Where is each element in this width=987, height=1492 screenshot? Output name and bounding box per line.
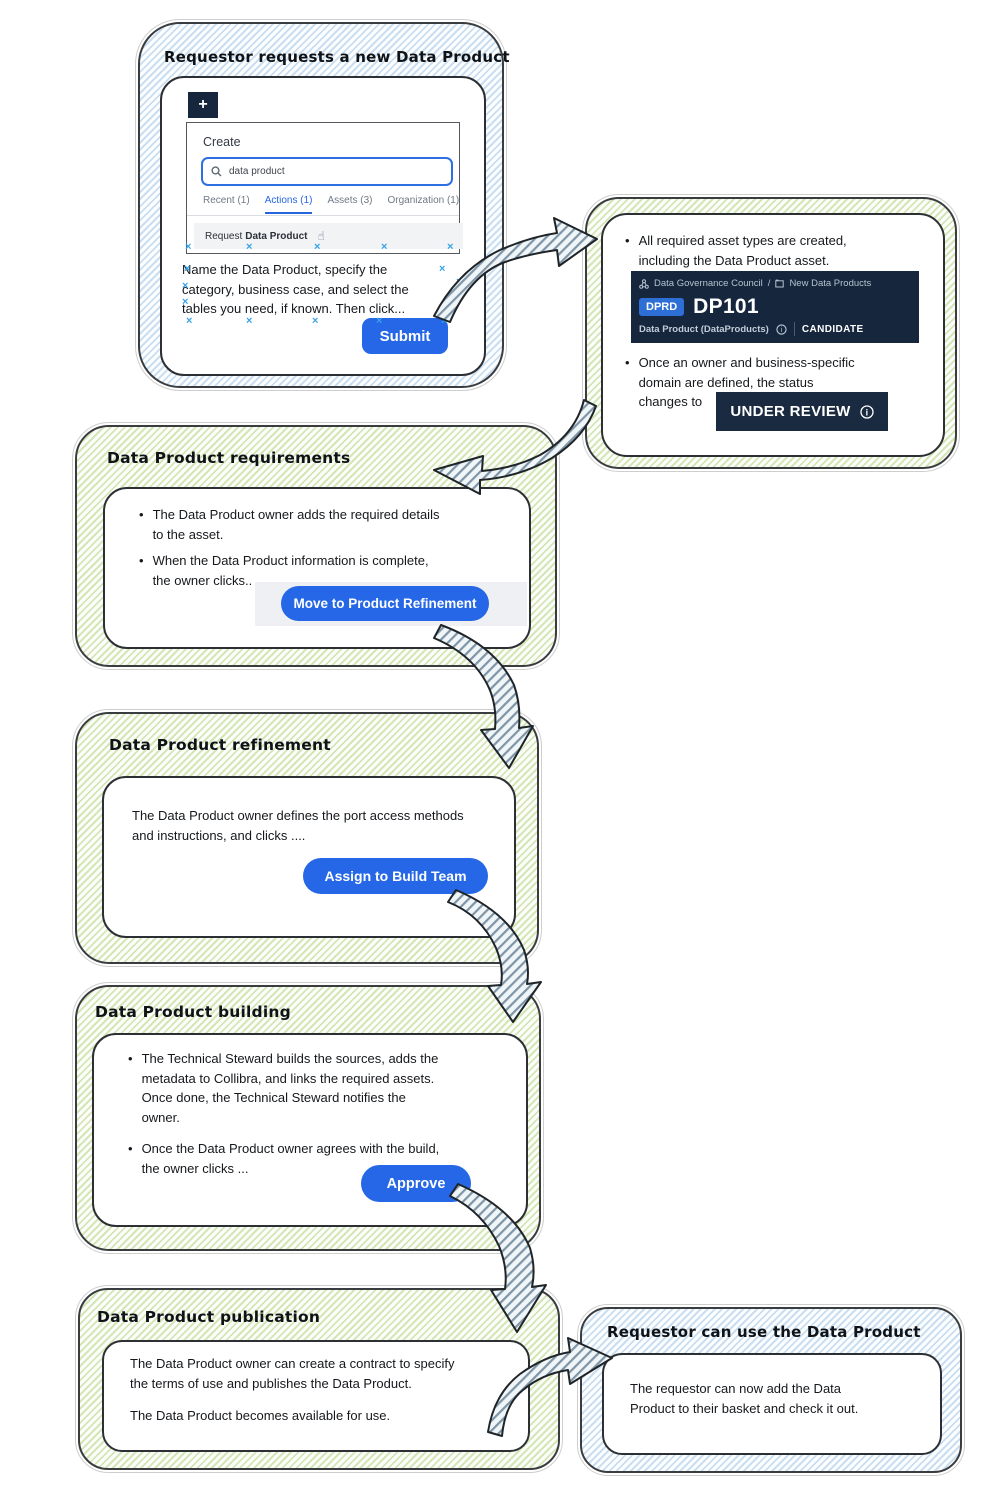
- asset-type-label: Data Product (DataProducts): [639, 323, 769, 335]
- info-icon: i: [776, 323, 787, 335]
- use-box-title: Requestor can use the Data Product: [607, 1323, 921, 1341]
- use-box-panel: The requestor can now add the Data Produ…: [602, 1353, 942, 1455]
- divider: [793, 322, 795, 336]
- under-review-label: UNDER REVIEW: [730, 403, 851, 420]
- tab-assets[interactable]: Assets (3): [327, 195, 373, 206]
- selection-handle-icon: ×: [439, 263, 446, 275]
- tab-organization[interactable]: Organization (1): [387, 195, 460, 206]
- bullet-icon: •: [128, 1141, 133, 1156]
- selection-handle-icon: ×: [312, 315, 319, 327]
- building-box: Data Product building • The Technical St…: [72, 982, 544, 1254]
- publication-title: Data Product publication: [97, 1308, 321, 1326]
- result-prefix: Request: [205, 230, 243, 242]
- asset-creation-box: • All required asset types are created, …: [582, 194, 960, 472]
- request-box-panel: + Create data product Recent (1) Actions…: [160, 76, 486, 376]
- requirements-title: Data Product requirements: [107, 449, 351, 467]
- selection-handle-icon: ×: [447, 241, 454, 253]
- result-row-request-data-product[interactable]: Request Data Product ☝: [194, 223, 463, 249]
- building-title: Data Product building: [95, 1003, 291, 1021]
- request-note: Name the Data Product, specify the categ…: [182, 262, 409, 316]
- selection-handle-icon: ×: [185, 241, 192, 253]
- create-dialog-tabs: Recent (1) Actions (1) Assets (3) Organi…: [203, 195, 459, 214]
- selection-handle-icon: ×: [182, 280, 189, 292]
- bullet-icon: •: [625, 355, 630, 370]
- selection-handle-icon: ×: [376, 315, 383, 327]
- breadcrumb-domain[interactable]: New Data Products: [789, 278, 872, 289]
- publication-panel: The Data Product owner can create a cont…: [102, 1340, 530, 1452]
- publication-text-1: The Data Product owner can create a cont…: [130, 1356, 455, 1391]
- search-icon: [211, 166, 222, 177]
- asset-creation-panel: • All required asset types are created, …: [601, 213, 945, 457]
- request-box-title: Requestor requests a new Data Product: [164, 48, 510, 66]
- building-panel: • The Technical Steward builds the sourc…: [92, 1033, 528, 1227]
- selection-handle-icon: ×: [314, 241, 321, 253]
- selection-handle-icon: ×: [441, 315, 448, 327]
- selection-handle-icon: ×: [186, 315, 193, 327]
- asset-type-badge: DPRD: [639, 298, 685, 316]
- requirements-box: Data Product requirements • The Data Pro…: [72, 422, 560, 670]
- requirements-bullet-1: The Data Product owner adds the required…: [152, 507, 440, 542]
- search-input[interactable]: data product: [201, 157, 453, 186]
- asset-bullet-2: Once an owner and business-specific doma…: [638, 355, 855, 409]
- asset-header-screenshot: Data Governance Council / New Data Produ…: [631, 271, 919, 343]
- assign-to-build-team-button[interactable]: Assign to Build Team: [303, 858, 488, 894]
- submit-button[interactable]: Submit: [362, 318, 448, 354]
- create-dialog-heading: Create: [203, 135, 241, 149]
- selection-handle-icon: ×: [246, 315, 253, 327]
- bullet-icon: •: [625, 233, 630, 248]
- refinement-panel: The Data Product owner defines the port …: [102, 776, 516, 938]
- bullet-icon: •: [128, 1051, 133, 1066]
- breadcrumb-community[interactable]: Data Governance Council: [654, 278, 763, 289]
- tab-recent[interactable]: Recent (1): [203, 195, 250, 206]
- domain-icon: [775, 279, 785, 288]
- svg-text:i: i: [865, 407, 868, 417]
- building-bullet-1: The Technical Steward builds the sources…: [141, 1051, 439, 1125]
- approve-button[interactable]: Approve: [361, 1165, 471, 1202]
- selection-handle-icon: ×: [184, 263, 191, 275]
- publication-text-2: The Data Product becomes available for u…: [130, 1408, 391, 1423]
- request-box: Requestor requests a new Data Product + …: [135, 19, 509, 391]
- asset-bullet-1: All required asset types are created, in…: [638, 233, 847, 268]
- asset-name: DP101: [693, 295, 759, 318]
- bullet-icon: •: [139, 507, 144, 522]
- building-bullet-2: Once the Data Product owner agrees with …: [141, 1141, 440, 1176]
- use-box: Requestor can use the Data Product The r…: [577, 1304, 965, 1476]
- status-candidate: CANDIDATE: [801, 323, 864, 335]
- tab-actions[interactable]: Actions (1): [264, 195, 313, 214]
- svg-text:i: i: [781, 326, 783, 333]
- search-value: data product: [229, 166, 285, 177]
- move-to-product-refinement-button[interactable]: Move to Product Refinement: [281, 586, 489, 621]
- selection-handle-icon: ×: [441, 298, 448, 310]
- bullet-icon: •: [139, 553, 144, 568]
- result-bold: Data Product: [245, 230, 308, 242]
- requirements-bullet-2: When the Data Product information is com…: [152, 553, 429, 588]
- refinement-box: Data Product refinement The Data Product…: [72, 709, 542, 967]
- community-icon: [639, 278, 649, 289]
- refinement-title: Data Product refinement: [109, 736, 331, 754]
- use-box-text: The requestor can now add the Data Produ…: [630, 1381, 859, 1416]
- refinement-text: The Data Product owner defines the port …: [132, 808, 464, 843]
- requirements-panel: • The Data Product owner adds the requir…: [103, 487, 531, 649]
- selection-handle-icon: ×: [246, 241, 253, 253]
- selection-handle-icon: ×: [381, 241, 388, 253]
- info-icon: i: [859, 404, 874, 419]
- tabs-divider: [187, 215, 459, 216]
- create-dialog: Create data product Recent (1) Actions (…: [186, 122, 463, 254]
- selection-handle-icon: ×: [456, 276, 463, 288]
- pointer-cursor-icon: ☝: [317, 229, 325, 243]
- breadcrumb-separator: /: [767, 278, 771, 289]
- publication-box: Data Product publication The Data Produc…: [75, 1285, 563, 1473]
- status-under-review-badge: UNDER REVIEW i: [716, 392, 888, 431]
- selection-handle-icon: ×: [182, 296, 189, 308]
- breadcrumb: Data Governance Council / New Data Produ…: [639, 278, 871, 289]
- create-plus-button[interactable]: +: [188, 92, 218, 118]
